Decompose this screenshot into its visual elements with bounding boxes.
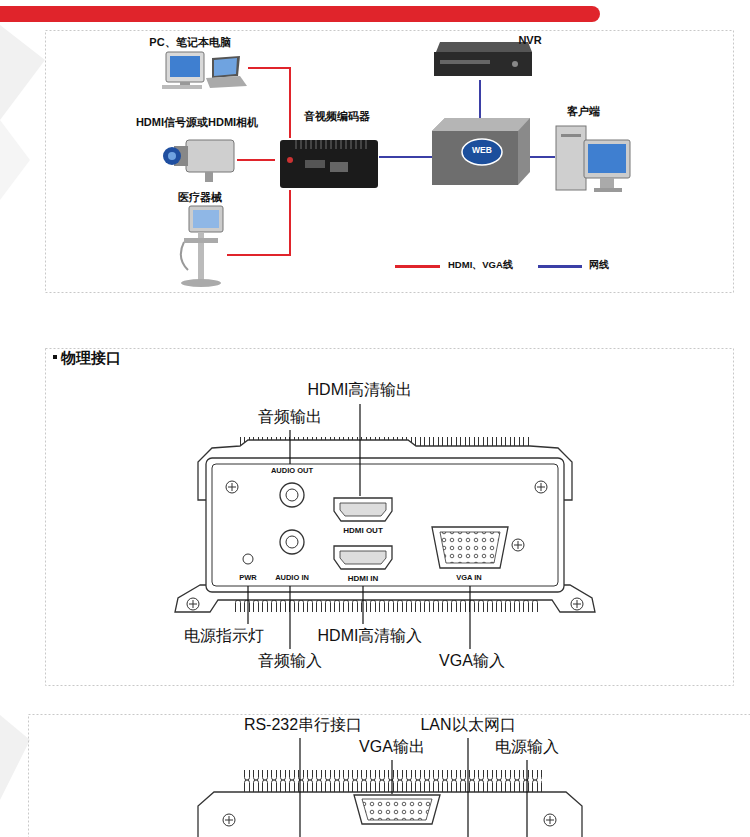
section-heading: 物理接口	[61, 349, 121, 366]
port-label: HDMI IN	[348, 574, 379, 583]
cable-line	[479, 80, 481, 118]
cable-line	[237, 159, 275, 161]
cable-line	[227, 190, 290, 255]
device-label: 音视频编码器	[304, 110, 370, 123]
callout-label: VGA输入	[437, 652, 507, 670]
callout-label: HDMI高清输出	[306, 381, 415, 399]
device-label: WEB	[472, 146, 492, 156]
device-label: NVR	[518, 34, 541, 47]
callout-label: LAN以太网口	[418, 716, 517, 734]
port-label: AUDIO OUT	[271, 467, 313, 476]
device-label: HDMI信号源或HDMI相机	[136, 116, 258, 129]
legend-swatch	[395, 265, 440, 268]
device-node: PC、笔记本电脑	[160, 50, 248, 88]
legend-text: HDMI、VGA线	[448, 260, 513, 271]
callout-label: VGA输出	[357, 738, 427, 756]
cable-line	[379, 156, 432, 158]
device-node: HDMI信号源或HDMI相机	[165, 132, 237, 184]
callout-label: 电源输入	[493, 738, 561, 756]
device-node: NVR	[430, 48, 532, 80]
legend-swatch	[538, 265, 582, 268]
callout-label: RS-232串行接口	[242, 716, 364, 734]
callout-label: 音频输入	[256, 652, 324, 670]
device-node: 音视频编码器	[275, 138, 379, 190]
device-label: 客户端	[567, 105, 600, 118]
callout-label: HDMI高清输入	[316, 627, 425, 645]
port-label: HDMI OUT	[343, 526, 383, 535]
device-node: 客户端	[555, 125, 630, 195]
device-label: PC、笔记本电脑	[149, 36, 230, 49]
callout-label: 音频输出	[256, 408, 324, 426]
cable-line	[530, 156, 555, 158]
port-label: VGA IN	[456, 574, 482, 583]
device-node: WEB	[432, 118, 530, 185]
legend-text: 网线	[589, 260, 609, 271]
port-label: AUDIO IN	[275, 574, 309, 583]
device-node: 医疗器械	[175, 205, 227, 288]
device-label: 医疗器械	[178, 191, 222, 204]
callout-label: 电源指示灯	[182, 627, 266, 645]
port-label: PWR	[239, 574, 257, 583]
